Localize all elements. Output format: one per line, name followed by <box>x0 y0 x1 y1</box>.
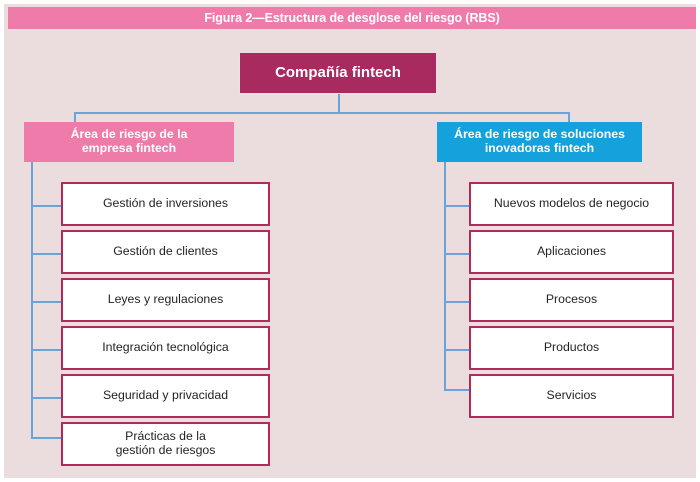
connector-left-stub-1 <box>31 205 63 207</box>
node-left-child-3-label: Leyes y regulaciones <box>107 292 224 307</box>
connector-right-stub-2 <box>444 253 471 255</box>
node-left-child-6-label-line2: gestión de riesgos <box>115 443 216 457</box>
connector-right-stub-4 <box>444 349 471 351</box>
node-right-child-5-label: Servicios <box>546 388 597 403</box>
node-left-branch-label-line1: Área de riesgo de la <box>70 127 188 142</box>
node-left-child-1[interactable]: Gestión de inversiones <box>61 182 270 226</box>
node-root-label: Compañía fintech <box>275 63 401 81</box>
connector-right-branch-drop <box>568 112 570 124</box>
node-right-branch-label-line2: inovadoras fintech <box>484 141 595 155</box>
node-left-branch-label-line2: empresa fintech <box>81 141 177 155</box>
node-left-child-6-label-line1: Prácticas de la <box>125 429 206 444</box>
connector-root-spine <box>74 112 570 114</box>
connector-left-stub-4 <box>31 349 63 351</box>
node-right-child-5[interactable]: Servicios <box>469 374 674 418</box>
node-right-child-1-label: Nuevos modelos de negocio <box>493 196 650 211</box>
node-right-child-4[interactable]: Productos <box>469 326 674 370</box>
connector-right-stub-5 <box>444 389 471 391</box>
connector-root-drop <box>338 92 340 114</box>
node-right-child-3-label: Procesos <box>545 292 598 307</box>
rbs-diagram: Compañía fintech Área de riesgo de la em… <box>4 30 696 478</box>
node-right-child-2[interactable]: Aplicaciones <box>469 230 674 274</box>
node-left-child-4-label: Integración tecnológica <box>102 340 229 355</box>
node-right-child-3[interactable]: Procesos <box>469 278 674 322</box>
node-root[interactable]: Compañía fintech <box>239 52 437 94</box>
node-left-child-2-label: Gestión de clientes <box>113 244 218 259</box>
connector-right-stub-1 <box>444 205 471 207</box>
node-right-branch-label-line1: Área de riesgo de soluciones <box>454 127 625 142</box>
node-left-child-4[interactable]: Integración tecnológica <box>61 326 270 370</box>
node-left-child-1-label: Gestión de inversiones <box>102 196 229 211</box>
figure-title: Figura 2—Estructura de desglose del ries… <box>8 7 696 29</box>
connector-right-stub-3 <box>444 301 471 303</box>
node-right-child-1[interactable]: Nuevos modelos de negocio <box>469 182 674 226</box>
connector-left-trunk <box>31 160 33 439</box>
connector-left-stub-5 <box>31 397 63 399</box>
connector-left-branch-drop <box>74 112 76 124</box>
node-left-child-6[interactable]: Prácticas de la gestión de riesgos <box>61 422 270 466</box>
node-right-branch[interactable]: Área de riesgo de soluciones inovadoras … <box>437 122 642 162</box>
node-right-child-4-label: Productos <box>543 340 600 355</box>
node-left-child-5-label: Seguridad y privacidad <box>102 388 229 403</box>
node-left-child-2[interactable]: Gestión de clientes <box>61 230 270 274</box>
node-left-child-5[interactable]: Seguridad y privacidad <box>61 374 270 418</box>
node-left-branch[interactable]: Área de riesgo de la empresa fintech <box>24 122 234 162</box>
connector-left-stub-6 <box>31 437 63 439</box>
connector-left-stub-2 <box>31 253 63 255</box>
node-right-child-2-label: Aplicaciones <box>536 244 607 259</box>
connector-left-stub-3 <box>31 301 63 303</box>
connector-right-trunk <box>444 160 446 391</box>
node-left-child-3[interactable]: Leyes y regulaciones <box>61 278 270 322</box>
